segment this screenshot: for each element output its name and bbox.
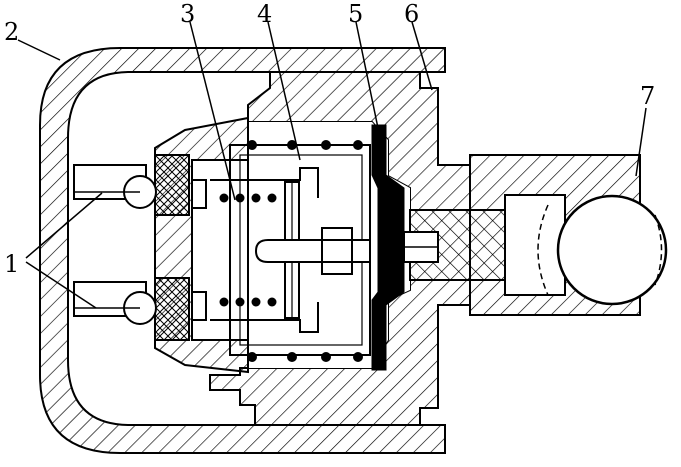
push-rod — [254, 239, 371, 263]
label-2: 2 — [4, 18, 19, 46]
spring-top — [247, 140, 363, 362]
label-6: 6 — [404, 0, 419, 28]
label-1: 1 — [4, 250, 19, 278]
terminal-top — [73, 164, 207, 209]
insulator-top — [154, 154, 190, 216]
ball-hidden-edge — [537, 204, 549, 296]
label-4: 4 — [257, 0, 272, 28]
contact-bracket — [210, 167, 319, 198]
leader-lines — [17, 21, 647, 309]
label-5: 5 — [348, 0, 363, 28]
terminal-bottom — [73, 281, 207, 325]
label-7: 7 — [640, 82, 655, 110]
contact-bracket-low — [210, 302, 319, 333]
nozzle-channel — [504, 194, 566, 296]
spring-contacts — [219, 193, 277, 307]
label-3: 3 — [180, 0, 195, 28]
diaphragm — [371, 124, 405, 371]
outer-shell — [39, 47, 446, 454]
insulator-bottom — [154, 277, 190, 341]
ball-hidden-edge-right — [654, 214, 663, 286]
ball — [556, 194, 668, 306]
push-rod-guide — [321, 227, 353, 275]
